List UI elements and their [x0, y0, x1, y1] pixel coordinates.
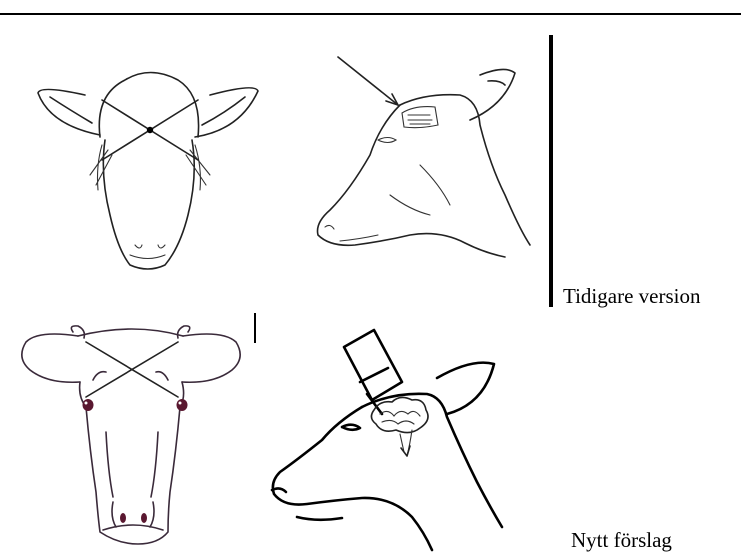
new-proposal-caption: Nytt förslag: [571, 528, 672, 553]
old-side-cow-figure: [300, 45, 535, 260]
cow-head-side-arrow-icon: [300, 45, 535, 260]
new-front-cow-figure: [18, 322, 253, 552]
cow-head-front-crosshair-icon: [18, 322, 253, 552]
old-front-cow-figure: [30, 55, 265, 280]
cow-head-captive-bolt-icon: [262, 322, 507, 552]
cow-head-front-icon: [30, 55, 265, 280]
proposal-divider-tick: [254, 313, 256, 343]
new-side-cow-figure: [262, 322, 507, 552]
old-version-caption: Tidigare version: [563, 284, 700, 309]
version-divider-bar: [549, 35, 553, 307]
top-rule: [0, 13, 741, 15]
